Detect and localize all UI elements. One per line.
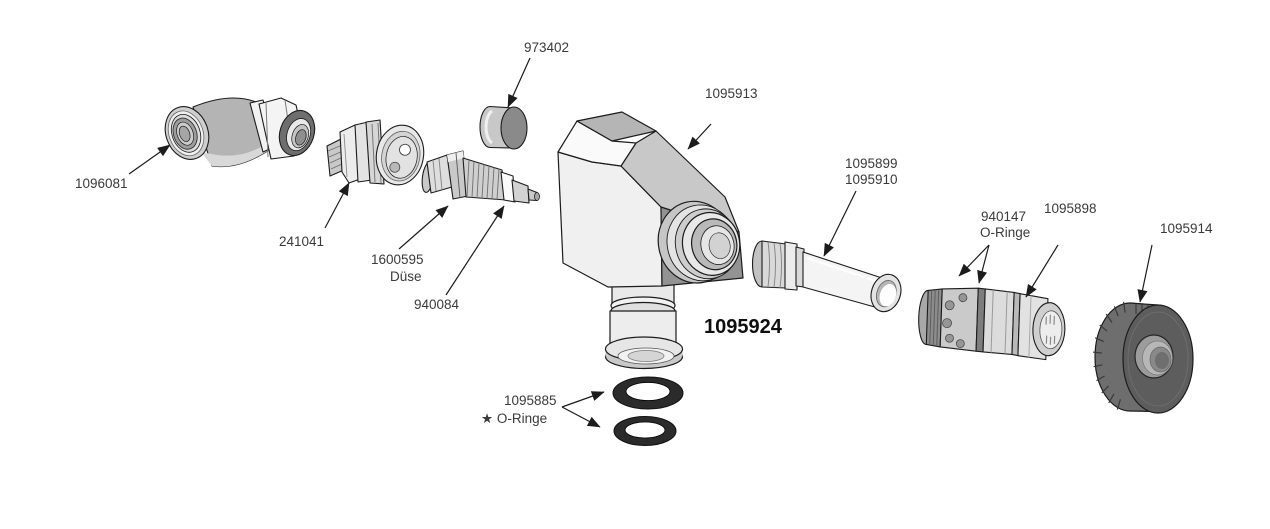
arrow-973402 xyxy=(507,57,531,108)
callout-valve-stem: 940084 xyxy=(414,297,460,312)
part-male-coupler xyxy=(326,119,425,186)
elbow-bore xyxy=(164,106,210,160)
callout-nozzle-number: 1600595 xyxy=(371,252,424,267)
part-female-coupler xyxy=(918,287,1066,361)
arrow-1096081 xyxy=(128,144,171,175)
part-elbow-fitting xyxy=(164,97,316,168)
valve-body-port xyxy=(657,200,741,284)
arrow-940084 xyxy=(445,205,505,296)
callout-male-coupler: 241041 xyxy=(279,234,325,249)
callout-valve-body: 1095913 xyxy=(705,86,758,101)
part-nozzle-stem xyxy=(421,150,540,204)
callout-nozzle-desc: Düse xyxy=(390,269,422,284)
arrow-1095899 xyxy=(823,190,857,257)
arrow-241041 xyxy=(324,182,350,229)
part-valve-body xyxy=(557,111,744,370)
callout-female-coupler: 1095898 xyxy=(1044,201,1097,216)
arrow-1095885-a xyxy=(561,391,605,408)
arrow-1600595 xyxy=(398,205,449,250)
callout-knurled-nut: 1095914 xyxy=(1160,221,1213,236)
callout-cap: 973402 xyxy=(524,40,570,55)
part-body-orings xyxy=(612,376,684,446)
callout-coupler-orings-desc: O-Ringe xyxy=(980,225,1031,240)
arrow-940147-a xyxy=(958,244,990,277)
part-cap xyxy=(479,105,528,150)
callout-elbow-fitting: 1096081 xyxy=(75,176,128,191)
callout-coupler-orings-number: 940147 xyxy=(981,209,1027,224)
callout-tube-number: 1095899 xyxy=(845,156,898,171)
arrow-1095885-b xyxy=(561,406,601,428)
arrow-1095914 xyxy=(1137,244,1153,303)
arrow-940147-b xyxy=(977,244,990,284)
part-tube xyxy=(751,240,902,313)
callout-arrows xyxy=(128,57,1153,428)
assembly-number-label: 1095924 xyxy=(704,316,782,338)
callout-body-orings-desc: ★ O-Ringe xyxy=(481,411,548,426)
part-knurled-nut xyxy=(1093,301,1194,414)
arrow-1095898 xyxy=(1025,244,1059,298)
arrow-1095913 xyxy=(687,123,712,150)
callout-tube-number-alt: 1095910 xyxy=(845,172,898,187)
callout-body-orings-number: 1095885 xyxy=(504,393,557,408)
